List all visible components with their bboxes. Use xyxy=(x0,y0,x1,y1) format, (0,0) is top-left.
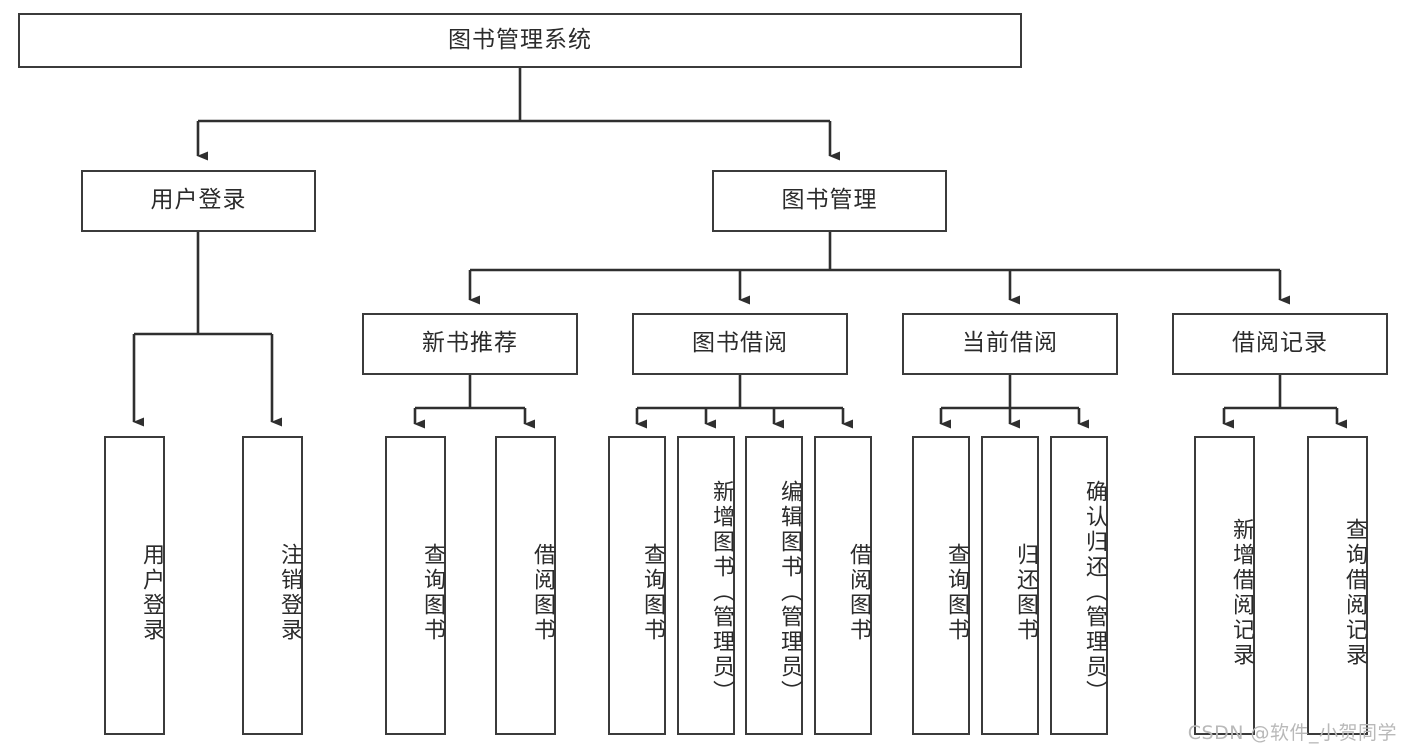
leaf-query-borrow-record[interactable]: 查询借阅记录 xyxy=(1307,436,1368,735)
node-current-borrow[interactable]: 当前借阅 xyxy=(902,313,1118,375)
node-borrow-record[interactable]: 借阅记录 xyxy=(1172,313,1388,375)
node-current-borrow-label: 当前借阅 xyxy=(962,330,1058,357)
node-book-borrow[interactable]: 图书借阅 xyxy=(632,313,848,375)
leaf-return-book-label: 归还图书 xyxy=(1013,542,1038,643)
watermark-text: CSDN @软件_小贺同学 xyxy=(1187,722,1397,744)
leaf-logout-label: 注销登录 xyxy=(277,542,302,643)
leaf-logout[interactable]: 注销登录 xyxy=(242,436,303,735)
node-user-login-label: 用户登录 xyxy=(150,187,247,214)
leaf-query-book-current-label: 查询图书 xyxy=(944,542,969,643)
leaf-add-borrow-record-label: 新增借阅记录 xyxy=(1229,517,1254,668)
leaf-user-login-label: 用户登录 xyxy=(139,542,164,643)
node-book-management-label: 图书管理 xyxy=(781,187,878,214)
node-root-label: 图书管理系统 xyxy=(448,26,592,53)
node-book-borrow-label: 图书借阅 xyxy=(692,330,788,357)
leaf-query-book-borrow-label: 查询图书 xyxy=(640,542,665,643)
leaf-query-book-newbook-label: 查询图书 xyxy=(420,542,445,643)
node-user-login[interactable]: 用户登录 xyxy=(81,170,316,232)
leaf-add-book-admin[interactable]: 新增图书（管理员） xyxy=(677,436,735,735)
leaf-query-book-current[interactable]: 查询图书 xyxy=(912,436,970,735)
leaf-borrow-book[interactable]: 借阅图书 xyxy=(814,436,872,735)
leaf-user-login[interactable]: 用户登录 xyxy=(104,436,165,735)
leaf-confirm-return-admin-label: 确认归还（管理员） xyxy=(1082,480,1107,705)
leaf-add-borrow-record[interactable]: 新增借阅记录 xyxy=(1194,436,1255,735)
leaf-borrow-book-newbook[interactable]: 借阅图书 xyxy=(495,436,556,735)
leaf-return-book[interactable]: 归还图书 xyxy=(981,436,1039,735)
leaf-query-borrow-record-label: 查询借阅记录 xyxy=(1342,517,1367,668)
node-new-book-recommend-label: 新书推荐 xyxy=(422,330,518,357)
node-root[interactable]: 图书管理系统 xyxy=(18,13,1022,68)
leaf-query-book-newbook[interactable]: 查询图书 xyxy=(385,436,446,735)
leaf-borrow-book-label: 借阅图书 xyxy=(846,542,871,643)
leaf-query-book-borrow[interactable]: 查询图书 xyxy=(608,436,666,735)
leaf-borrow-book-newbook-label: 借阅图书 xyxy=(530,542,555,643)
leaf-confirm-return-admin[interactable]: 确认归还（管理员） xyxy=(1050,436,1108,735)
leaf-add-book-admin-label: 新增图书（管理员） xyxy=(709,480,734,705)
node-borrow-record-label: 借阅记录 xyxy=(1232,330,1328,357)
node-book-management[interactable]: 图书管理 xyxy=(712,170,947,232)
leaf-edit-book-admin[interactable]: 编辑图书（管理员） xyxy=(745,436,803,735)
leaf-edit-book-admin-label: 编辑图书（管理员） xyxy=(777,480,802,705)
node-new-book-recommend[interactable]: 新书推荐 xyxy=(362,313,578,375)
